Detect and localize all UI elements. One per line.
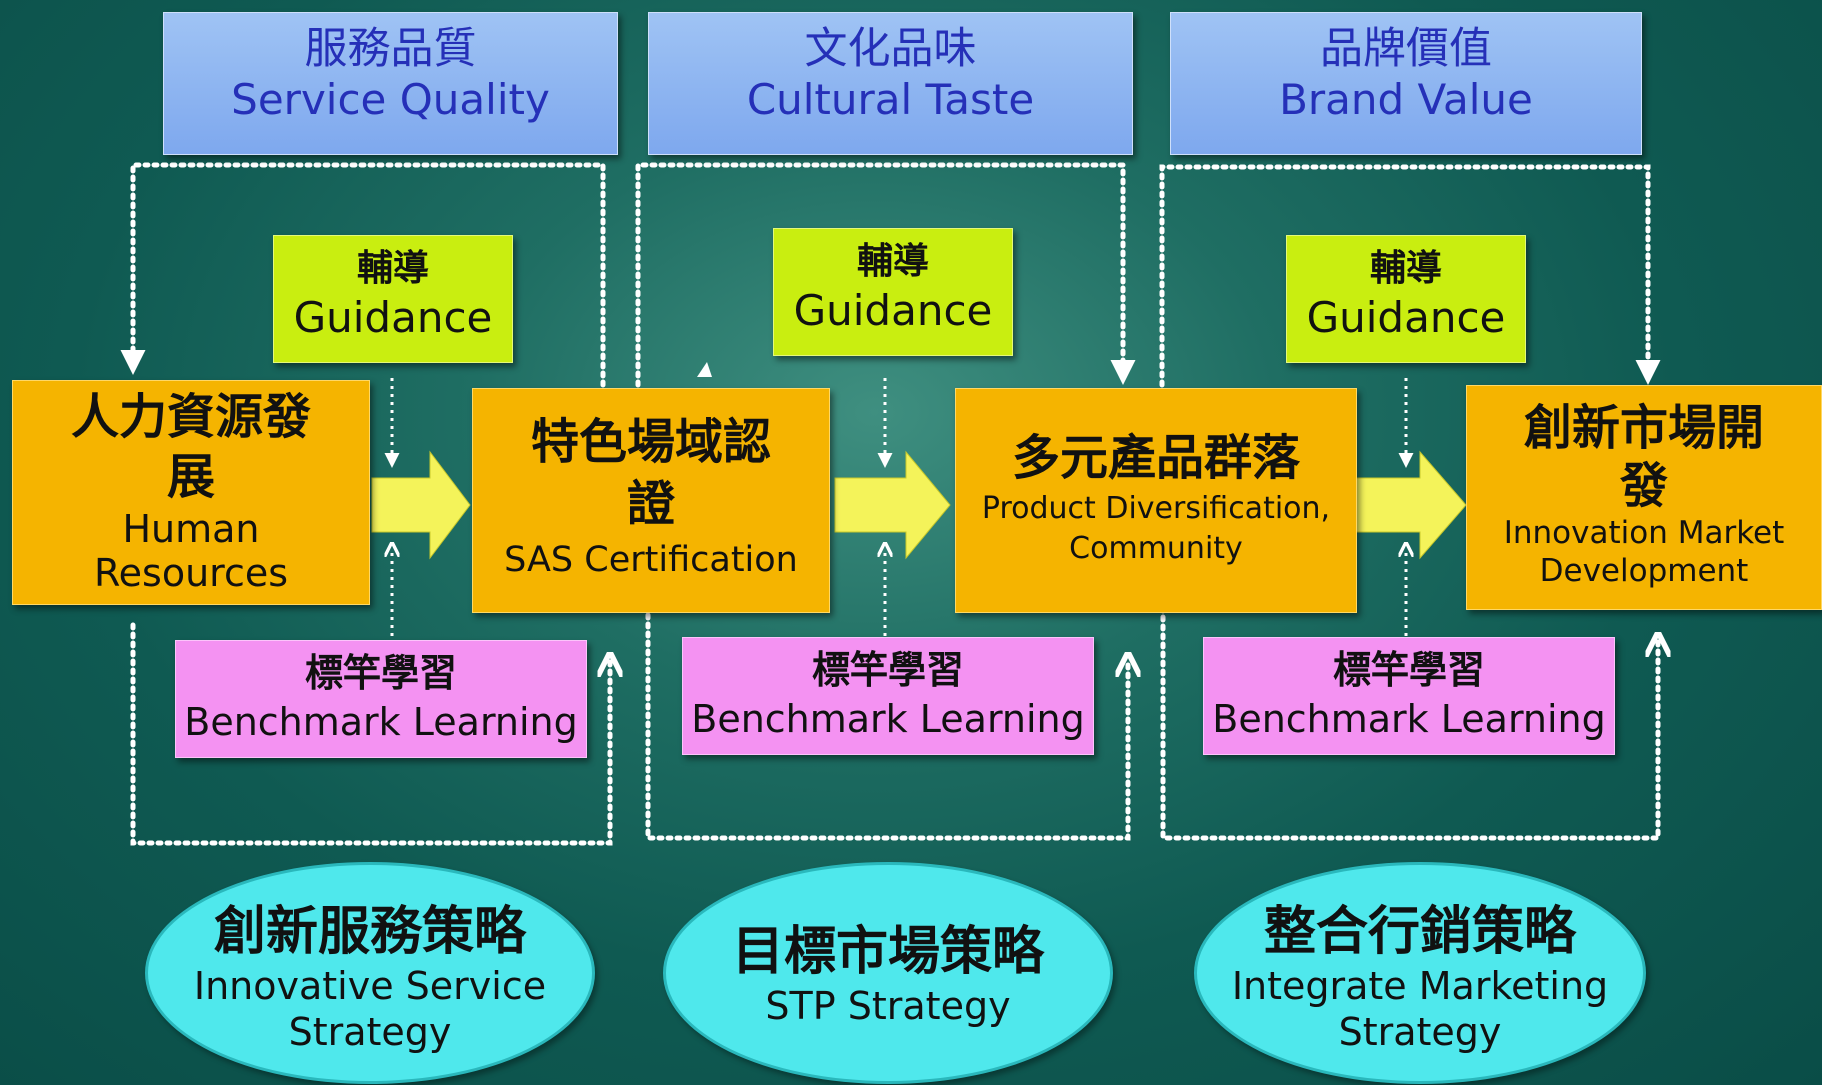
- main-box-en-line1: Innovation Market: [1503, 515, 1785, 551]
- benchmark-zh: 標竿學習: [811, 648, 964, 692]
- strategy-zh: 整合行銷策略: [1263, 902, 1576, 962]
- flow-arrow-1: [371, 450, 471, 560]
- strategy-zh: 創新服務策略: [213, 902, 526, 962]
- top-box-service-quality: 服務品質 Service Quality: [163, 12, 618, 155]
- benchmark-zh: 標竿學習: [1332, 648, 1485, 692]
- main-box-en-line1: Human: [122, 507, 260, 551]
- strategy-en-line2: Strategy: [1338, 1010, 1502, 1054]
- strategy-oval-innovative-service: 創新服務策略 Innovative Service Strategy: [145, 862, 595, 1084]
- main-box-en-line2: Resources: [93, 551, 289, 595]
- dotted-loop-stp: [645, 612, 1128, 841]
- strategy-zh: 目標市場策略: [731, 922, 1044, 982]
- benchmark-box-1: 標竿學習 Benchmark Learning: [175, 640, 587, 758]
- dotted-loop-cultural-taste: [635, 162, 1136, 388]
- top-box-brand-value: 品牌價值 Brand Value: [1170, 12, 1642, 155]
- top-box-en: Brand Value: [1279, 75, 1533, 124]
- main-box-zh-line1: 人力資源發: [70, 389, 311, 445]
- top-box-zh: 服務品質: [304, 24, 477, 74]
- dotted-loop-brand-value: [1159, 164, 1661, 388]
- guidance-en: Guidance: [293, 293, 493, 342]
- guidance-zh: 輔導: [1369, 248, 1442, 289]
- dotted-loop-integrate-marketing: [1160, 587, 1658, 841]
- benchmark-box-3: 標竿學習 Benchmark Learning: [1203, 637, 1615, 755]
- main-box-en-line1: SAS Certification: [504, 540, 798, 580]
- benchmark-en: Benchmark Learning: [184, 700, 578, 744]
- main-box-human-resources: 人力資源發 展 Human Resources: [12, 380, 370, 605]
- guidance-box-1: 輔導 Guidance: [273, 235, 513, 363]
- guidance-en: Guidance: [793, 286, 993, 335]
- strategy-oval-integrate-marketing: 整合行銷策略 Integrate Marketing Strategy: [1194, 862, 1646, 1084]
- dotted-loop-service-quality: [120, 162, 606, 388]
- main-box-zh-line2: 發: [1619, 458, 1668, 514]
- flow-arrow-3: [1355, 450, 1467, 560]
- guidance-en: Guidance: [1306, 293, 1506, 342]
- guidance-zh: 輔導: [356, 248, 429, 289]
- main-box-zh-line1: 創新市場開: [1523, 400, 1764, 456]
- main-box-en-line2: Development: [1539, 553, 1749, 589]
- top-box-zh: 品牌價值: [1320, 24, 1492, 74]
- flow-arrow-2: [834, 450, 951, 560]
- dotted-loop-innovative-service: [130, 622, 610, 846]
- main-box-innovation-market: 創新市場開 發 Innovation Market Development: [1466, 385, 1822, 610]
- benchmark-zh: 標竿學習: [304, 651, 457, 695]
- main-box-zh-line2: 展: [166, 449, 215, 505]
- benchmark-en: Benchmark Learning: [691, 697, 1085, 741]
- guidance-box-3: 輔導 Guidance: [1286, 235, 1526, 363]
- strategy-en-line1: Innovative Service: [193, 964, 547, 1008]
- top-box-cultural-taste: 文化品味 Cultural Taste: [648, 12, 1133, 155]
- main-box-en-line1: Product Diversification,: [981, 491, 1331, 526]
- main-box-en-line2: Community: [1069, 531, 1243, 566]
- top-box-en: Service Quality: [231, 75, 550, 124]
- top-box-en: Cultural Taste: [746, 75, 1035, 124]
- top-box-zh: 文化品味: [804, 24, 977, 74]
- guidance-zh: 輔導: [856, 241, 929, 282]
- main-box-product-diversification: 多元產品群落 Product Diversification, Communit…: [955, 388, 1357, 613]
- strategy-en-line2: Strategy: [288, 1010, 452, 1054]
- strategy-en-line1: STP Strategy: [765, 984, 1011, 1028]
- main-box-zh-line2: 證: [626, 476, 675, 532]
- main-box-sas-certification: 特色場域認 證 SAS Certification: [472, 388, 830, 613]
- small-arrowhead: [697, 362, 712, 377]
- strategy-oval-stp: 目標市場策略 STP Strategy: [663, 862, 1113, 1084]
- benchmark-box-2: 標竿學習 Benchmark Learning: [682, 637, 1094, 755]
- main-box-zh-line1: 特色場域認: [530, 414, 771, 470]
- guidance-box-2: 輔導 Guidance: [773, 228, 1013, 356]
- benchmark-en: Benchmark Learning: [1212, 697, 1606, 741]
- main-box-zh-line1: 多元產品群落: [1011, 430, 1300, 486]
- strategy-en-line1: Integrate Marketing: [1231, 964, 1609, 1008]
